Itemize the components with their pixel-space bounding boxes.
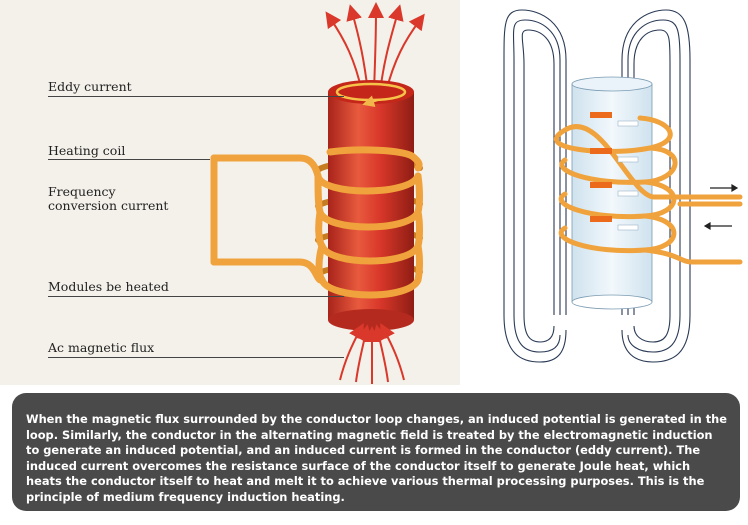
caption-box: When the magnetic flux surrounded by the… bbox=[12, 393, 740, 511]
label-eddy-current: Eddy current bbox=[48, 79, 132, 94]
label-heating-coil: Heating coil bbox=[48, 143, 126, 158]
label-ac-magnetic-flux: Ac magnetic flux bbox=[48, 340, 155, 355]
heating-coil-front bbox=[210, 146, 423, 299]
caption-text: When the magnetic flux surrounded by the… bbox=[26, 412, 728, 504]
label-modules-be-heated: Modules be heated bbox=[48, 279, 169, 294]
leader-heating-coil bbox=[48, 159, 210, 160]
leader-eddy-current bbox=[48, 96, 344, 97]
field-lines-schematic bbox=[503, 9, 743, 363]
supply-current-arrows bbox=[703, 183, 739, 231]
field-line-loops bbox=[503, 9, 691, 363]
flux-arrows-bottom bbox=[339, 322, 405, 384]
workpiece-tube bbox=[571, 76, 653, 310]
leader-ac-magnetic-flux bbox=[48, 357, 344, 358]
induction-heating-illustration bbox=[210, 2, 425, 384]
flux-arrows-top bbox=[325, 2, 425, 93]
label-frequency-conversion-current: Frequency conversion current bbox=[48, 184, 169, 213]
leader-modules-be-heated bbox=[48, 296, 344, 297]
eddy-current-arrows bbox=[590, 112, 639, 231]
coil-turns bbox=[553, 115, 743, 265]
